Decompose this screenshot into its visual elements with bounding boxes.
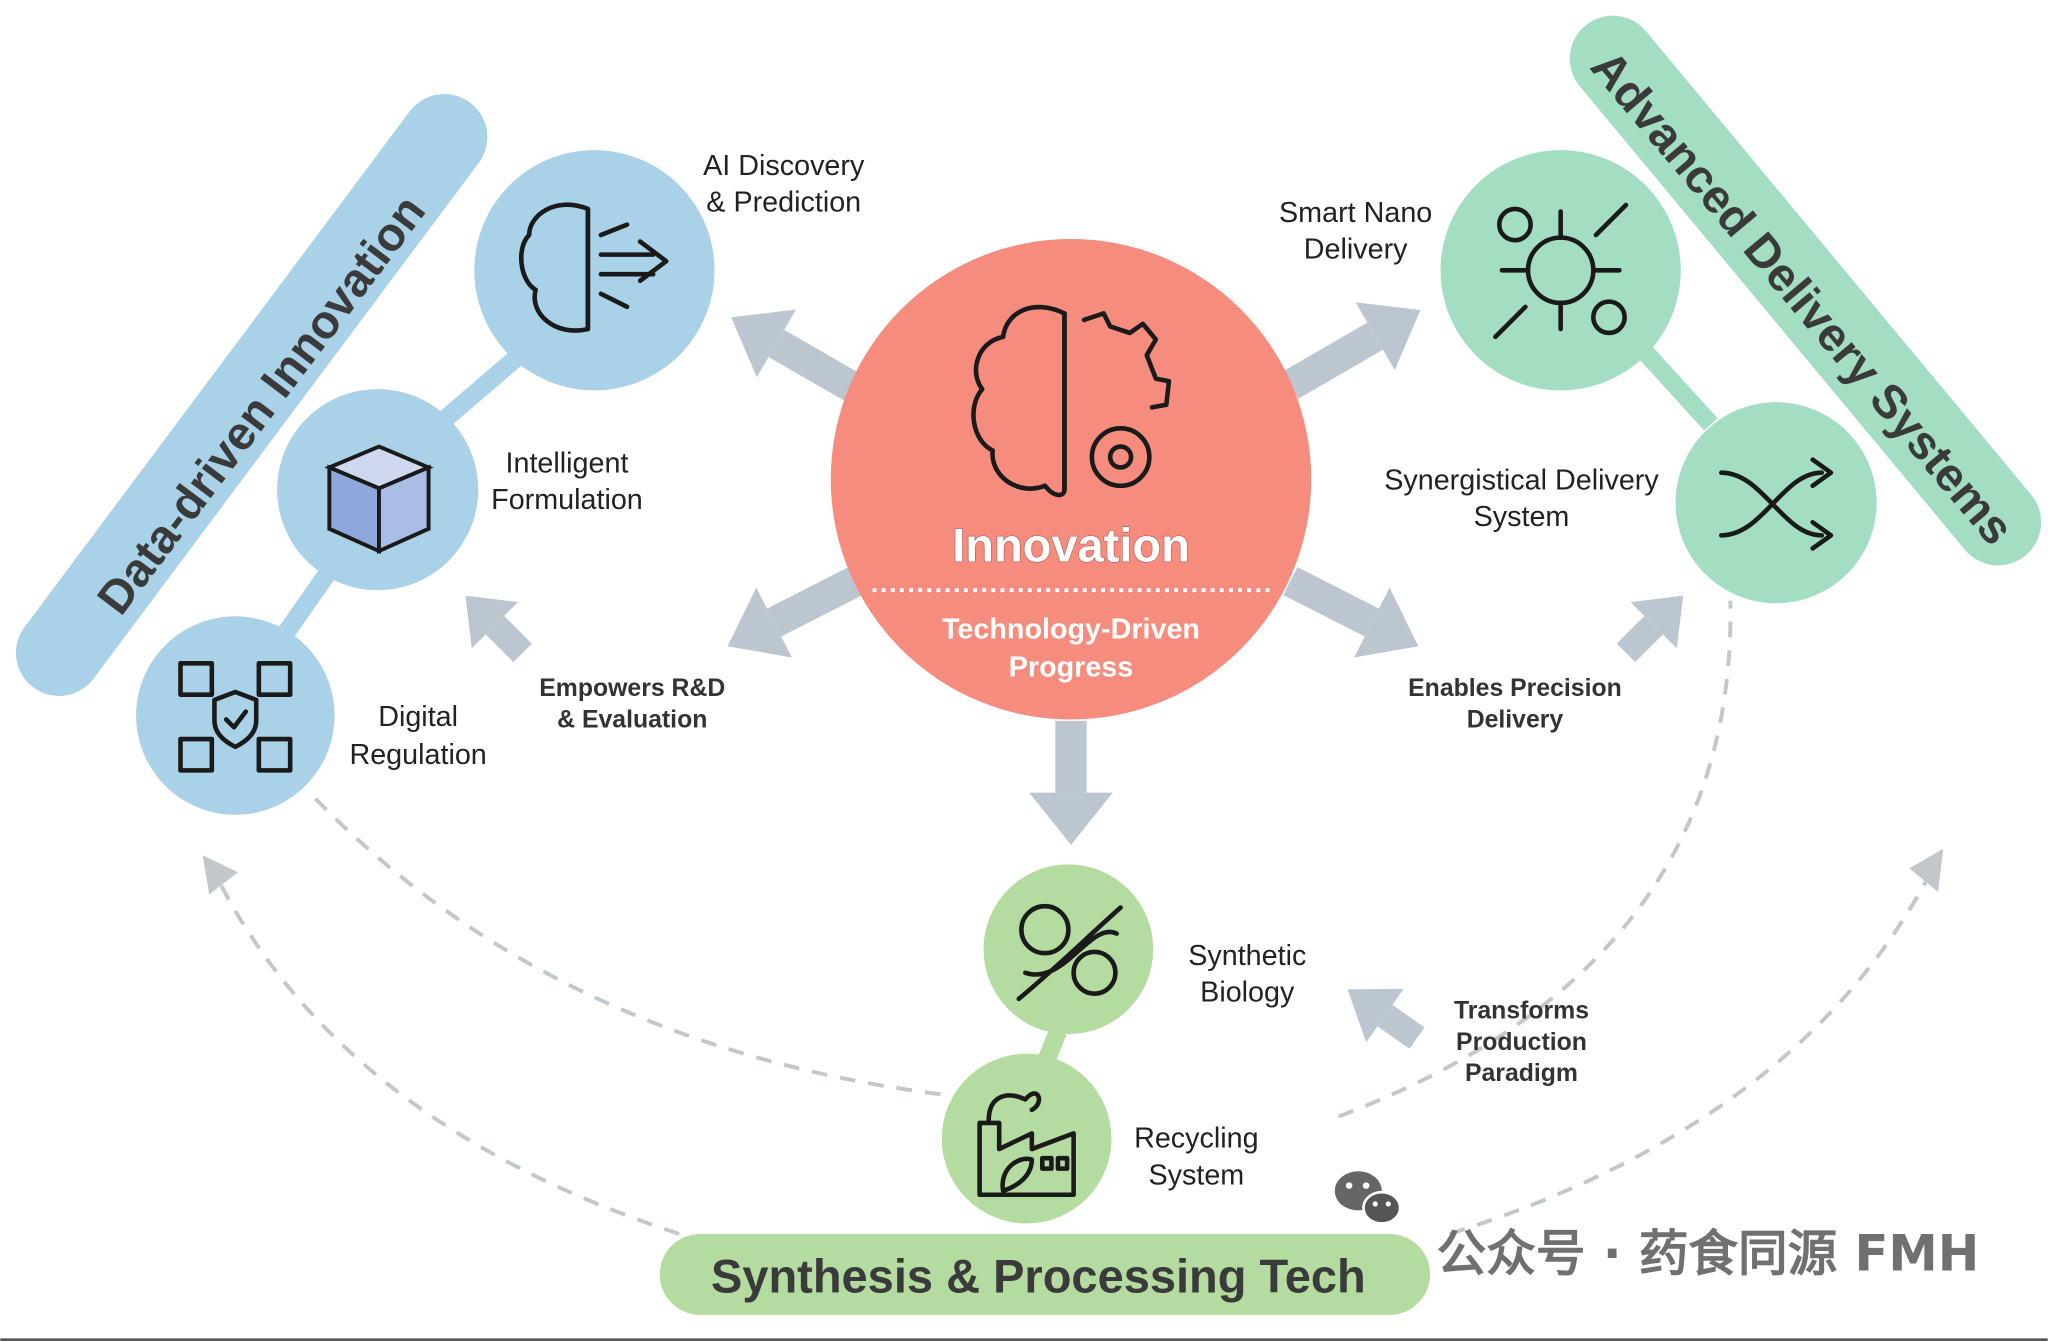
- node-digital-regulation: Digital Regulation: [136, 616, 487, 815]
- arrow-label-production-line1: Transforms: [1454, 997, 1589, 1024]
- dashed-curve-right-outer: [1449, 867, 1935, 1236]
- arrows: [465, 302, 1684, 1049]
- node-circle: [474, 150, 715, 391]
- node-synthetic-biology: Synthetic Biology: [983, 864, 1306, 1035]
- cube-grid-icon: [324, 444, 434, 555]
- arrow-label-precision-line2: Delivery: [1467, 706, 1564, 733]
- node-smart-nano: Smart Nano Delivery: [1279, 150, 1681, 391]
- node-recycling-system: Recycling System: [941, 1053, 1259, 1224]
- node-ai-label-line2: & Prediction: [706, 187, 861, 219]
- node-formulation-label-line2: Formulation: [491, 484, 643, 516]
- band-synthesis-label: Synthesis & Processing Tech: [711, 1250, 1366, 1303]
- node-circle: [1440, 150, 1681, 391]
- center-subtitle-line2: Progress: [1009, 651, 1134, 683]
- link-nano-synergistic: [1638, 346, 1718, 431]
- arrow-label-rd-line1: Empowers R&D: [539, 675, 725, 702]
- node-formulation-label-line1: Intelligent: [506, 448, 629, 480]
- brain-gear-icon: [971, 304, 1172, 498]
- wechat-icon: [1334, 1171, 1402, 1225]
- node-synergistic-label-line1: Synergistical Delivery: [1384, 465, 1659, 497]
- arrow-label-production-line3: Paradigm: [1465, 1060, 1578, 1087]
- dashed-curve-left-outer: [213, 873, 680, 1236]
- node-regulation-label-line1: Digital: [378, 701, 458, 733]
- center-title: Innovation: [952, 518, 1190, 571]
- link-formulation-regulation: [273, 569, 335, 646]
- watermark-text: 公众号 · 药食同源 FMH: [1437, 1224, 1980, 1282]
- node-recycling-label-line2: System: [1148, 1159, 1244, 1191]
- node-nano-label-line2: Delivery: [1304, 234, 1408, 266]
- shield-blocks-icon: [178, 661, 293, 773]
- node-regulation-label-line2: Regulation: [349, 739, 486, 771]
- arrow-enables: [1616, 595, 1684, 663]
- node-synbio-label-line2: Biology: [1200, 977, 1295, 1009]
- node-synbio-label-line1: Synthetic: [1188, 940, 1306, 972]
- arrow-label-rd-line2: & Evaluation: [557, 706, 707, 733]
- node-circle: [136, 616, 335, 815]
- center-circle: [830, 238, 1312, 720]
- nanoparticle-target-icon: [1493, 202, 1629, 340]
- arrow-label-production-line2: Production: [1456, 1029, 1587, 1056]
- arrow-transforms: [1347, 988, 1425, 1049]
- arrow-empowers: [465, 595, 532, 663]
- node-circle: [941, 1053, 1112, 1224]
- node-recycling-label-line1: Recycling: [1134, 1123, 1258, 1155]
- center-innovation-node: Innovation Technology-Driven Progress: [830, 238, 1312, 720]
- node-nano-label-line1: Smart Nano: [1279, 197, 1432, 229]
- band-synthesis: [659, 1233, 1431, 1315]
- watermark: 公众号 · 药食同源 FMH: [1334, 1171, 1980, 1282]
- node-synergistic-delivery: Synergistical Delivery System: [1384, 402, 1877, 604]
- dna-gear-icon: [1016, 903, 1123, 1002]
- center-subtitle-line1: Technology-Driven: [942, 614, 1200, 646]
- arrowhead-left-outer: [202, 855, 238, 895]
- shuffle-arrows-icon: [1718, 457, 1834, 551]
- node-intelligent-formulation: Intelligent Formulation: [277, 389, 643, 591]
- arrow-to-ai: [731, 309, 864, 403]
- dashed-curve-right-inner: [1337, 600, 1733, 1119]
- node-circle: [983, 864, 1154, 1035]
- arrow-to-rd: [727, 567, 863, 658]
- factory-leaf-icon: [977, 1091, 1076, 1198]
- dashed-curve-left-inner: [305, 788, 941, 1097]
- arrow-to-nano: [1282, 302, 1421, 399]
- arrow-label-precision-line1: Enables Precision: [1408, 675, 1622, 702]
- brain-circuit-icon: [519, 202, 669, 333]
- node-synergistic-label-line2: System: [1474, 501, 1570, 533]
- dashed-connectors: [213, 600, 1935, 1236]
- node-ai-label-line1: AI Discovery: [703, 150, 865, 182]
- node-ai-discovery: AI Discovery & Prediction: [474, 150, 865, 391]
- band-advanced-delivery: [1569, 15, 2042, 566]
- band-data-driven: [15, 94, 488, 696]
- arrow-to-precision: [1283, 567, 1419, 658]
- arrow-to-synbio: [1029, 720, 1113, 845]
- arrowhead-right-outer: [1909, 848, 1944, 892]
